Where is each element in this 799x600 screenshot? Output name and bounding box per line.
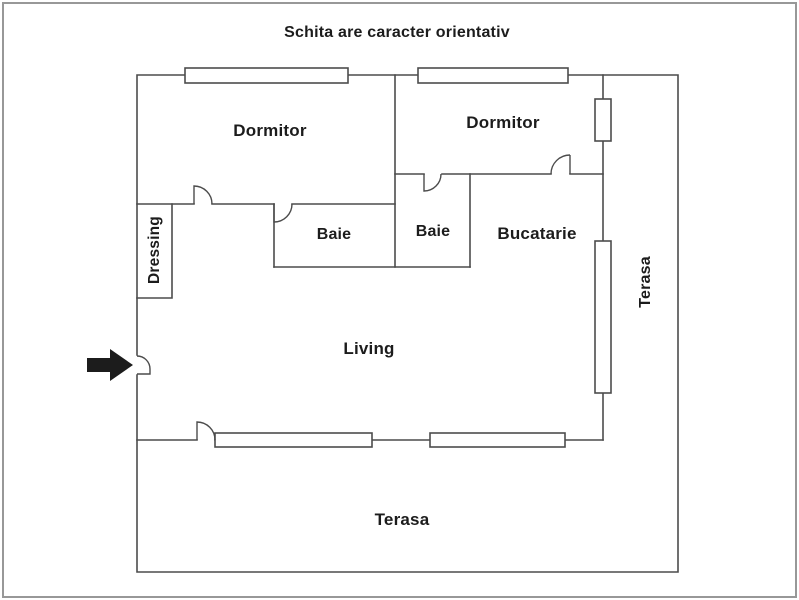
door-dormitor-right	[550, 154, 571, 175]
window-living-right	[429, 432, 566, 448]
door-entrance	[136, 355, 151, 375]
room-label-terasa-bottom: Terasa	[375, 510, 430, 529]
room-label-baie-right: Baie	[416, 223, 451, 240]
room-label-dressing: Dressing	[146, 216, 163, 284]
room-label-terasa-right: Terasa	[637, 256, 654, 308]
window-dormitor-right-top	[417, 67, 569, 84]
door-dormitor-left	[193, 185, 213, 205]
wall-dressing-box	[136, 203, 173, 299]
room-label-baie-left: Baie	[317, 226, 352, 243]
room-label-dormitor-left: Dormitor	[233, 121, 307, 140]
entrance-right-arrow-icon	[87, 349, 133, 381]
room-label-bucatarie: Bucatarie	[497, 224, 576, 243]
plan-title: Schita are caracter orientativ	[284, 24, 510, 41]
window-living-left	[214, 432, 373, 448]
door-baie-left	[273, 203, 293, 223]
window-dormitor-left-top	[184, 67, 349, 84]
window-bucatarie-terasa	[594, 240, 612, 394]
door-baie-right	[423, 173, 442, 192]
door-living-terasa	[196, 421, 216, 441]
window-dormitor-right-side	[594, 98, 612, 142]
room-label-dormitor-right: Dormitor	[466, 113, 540, 132]
room-label-living: Living	[343, 339, 394, 358]
outer-walls	[136, 74, 679, 573]
